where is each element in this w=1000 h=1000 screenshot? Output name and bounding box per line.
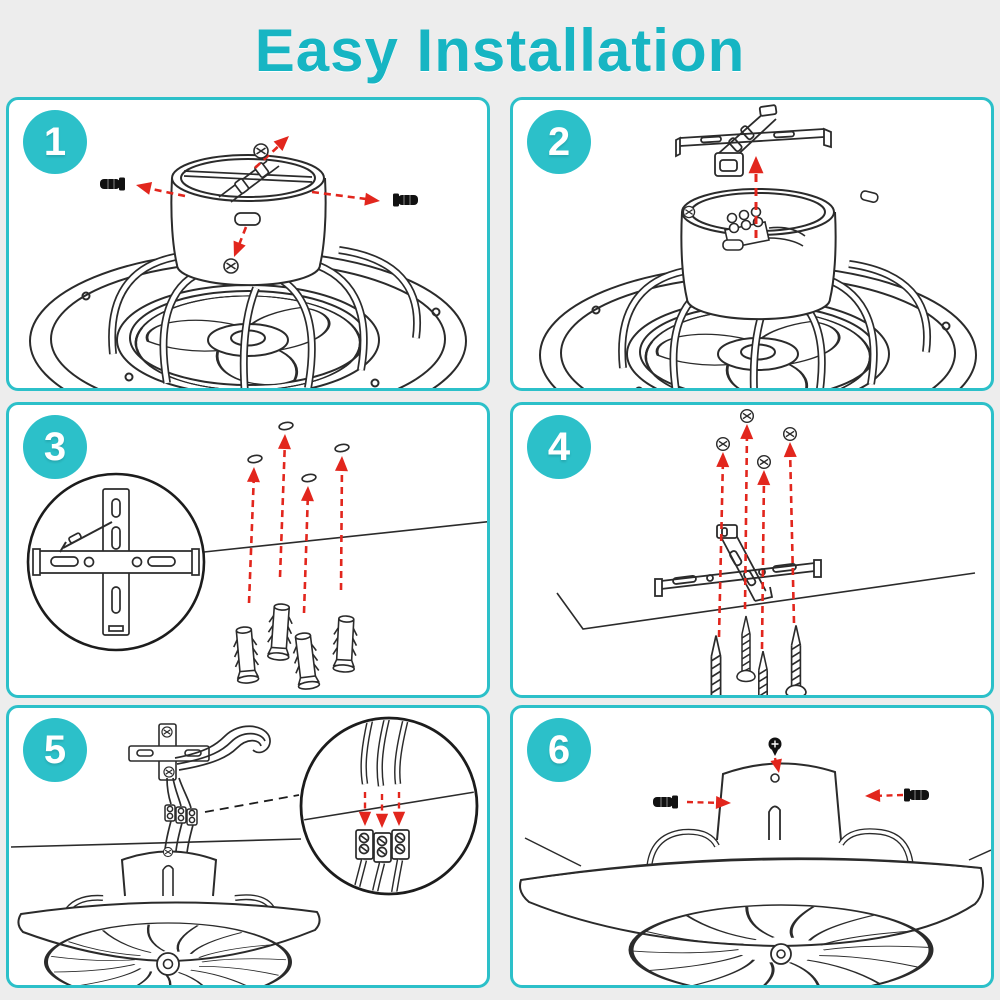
step-number-badge: 4 — [527, 415, 591, 479]
secure-fan-body-screws-illustration — [519, 737, 991, 985]
arrowhead-up — [300, 485, 315, 502]
arrowhead-up — [740, 423, 754, 440]
wall-anchor-icon — [331, 614, 359, 674]
arrowhead-up — [748, 156, 764, 174]
wall-anchors-into-ceiling-illustration — [26, 421, 487, 691]
wood-screw-icon — [785, 624, 807, 695]
bolt-icon — [652, 795, 679, 809]
mounting-bracket-drawing — [654, 524, 822, 602]
top-screw-icon — [768, 737, 782, 756]
ceiling-line — [203, 521, 487, 553]
arrowhead-up — [757, 469, 771, 486]
ceiling-line — [556, 572, 976, 630]
step-panel-6: 6 — [510, 705, 994, 988]
step-panel-4: 4 — [510, 402, 994, 698]
ceiling-line — [10, 838, 302, 848]
step-number-badge: 6 — [527, 718, 591, 782]
step-panel-2: 2 — [510, 97, 994, 391]
connect-wires-terminal-block-illustration — [10, 716, 479, 985]
screw-icon — [253, 143, 269, 159]
terminal-connectors-small — [164, 804, 198, 826]
arrowhead-up — [716, 451, 730, 468]
bolt-icon — [99, 177, 126, 191]
screw-icon — [715, 436, 731, 452]
housing-interior-bracket — [183, 160, 313, 226]
arrowhead-up — [246, 466, 261, 483]
inset-wires-below — [350, 859, 404, 892]
canopy-drawing — [716, 762, 842, 841]
page-title: Easy Installation — [254, 16, 746, 84]
wiring-inset-circle — [299, 716, 479, 896]
screw-icon — [223, 258, 239, 274]
inset-terminal-blocks — [355, 829, 410, 863]
arrowhead-up — [334, 455, 349, 472]
step-panel-5: 5 — [6, 705, 490, 988]
arrowhead-left — [864, 788, 881, 803]
wood-screw-icon — [752, 650, 774, 695]
wood-screw-icon — [704, 634, 728, 695]
step-panel-3: 3 — [6, 402, 490, 698]
arrowhead-left — [134, 178, 153, 195]
bolt-icon — [392, 193, 419, 207]
detach-mounting-bracket-illustration — [513, 104, 991, 388]
bracket-plan-view — [32, 488, 200, 636]
step-number-badge: 1 — [23, 110, 87, 174]
bottom-grill — [44, 922, 292, 985]
ceiling-holes — [247, 421, 350, 483]
screw-bracket-to-ceiling-illustration — [556, 408, 976, 695]
bottom-grill — [628, 904, 934, 985]
arrowhead-right — [364, 192, 381, 208]
wires-drawing — [164, 725, 271, 854]
mounting-bracket-drawing — [675, 104, 832, 177]
inset-pointer-line — [204, 794, 300, 813]
step-number-badge: 2 — [527, 110, 591, 174]
red-dashed-arrows — [717, 429, 796, 650]
bolt-icon — [903, 788, 930, 802]
step-panel-1: 1 — [6, 97, 490, 391]
ceiling-lines — [524, 837, 991, 867]
bracket-plan-small — [128, 723, 210, 781]
fan-side-view-drawing — [17, 846, 321, 985]
screw-icon — [739, 408, 755, 424]
wall-anchor-icon — [265, 602, 295, 662]
fan-motor-housing-remove-screws-illustration — [9, 131, 487, 388]
wood-screw-icon — [736, 615, 756, 683]
red-dashed-arrows — [247, 439, 344, 614]
screw-icon — [782, 426, 798, 442]
wall-anchor-icon — [290, 631, 322, 691]
step-number-badge: 3 — [23, 415, 87, 479]
inset-wires — [360, 720, 410, 787]
screw-icon — [756, 454, 772, 470]
arrowhead-up — [783, 441, 797, 458]
fan-saucer-drawing — [519, 828, 984, 985]
wall-anchor-icon — [231, 625, 261, 685]
step-number-badge: 5 — [23, 718, 87, 782]
arrowhead-up — [277, 433, 292, 450]
